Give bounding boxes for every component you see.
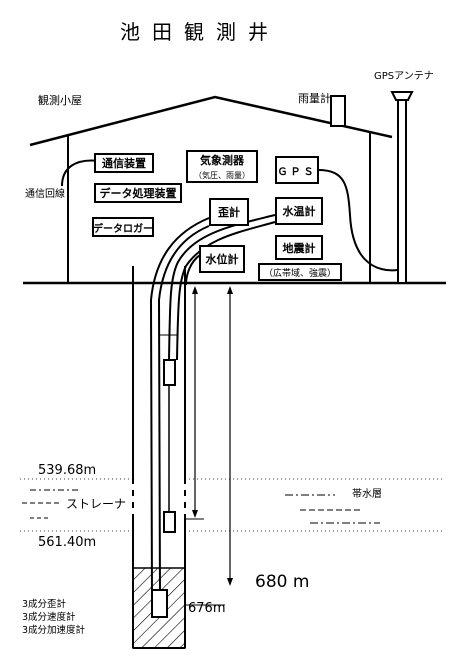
temp-cable-inner [176, 221, 276, 361]
borehole-sensor-item: 3成分速度計 [22, 612, 76, 623]
water-level-meter-box: 水位計 [199, 245, 245, 273]
strainer-top-depth: 539.68m [38, 463, 97, 478]
depth-arrow-short-top [192, 286, 198, 294]
depth-arrow-short-bottom [192, 510, 198, 518]
borehole-sensor-item: 3成分加速度計 [22, 625, 86, 636]
data-processor-box: データ処理装置 [94, 183, 182, 203]
strain-cable [149, 217, 210, 599]
weather-station-box: 気象測器 （気圧、雨量） [186, 150, 258, 183]
aquifer-label: 帯水層 [352, 489, 382, 500]
gps-box: ＧＰＳ [275, 156, 319, 184]
comm-device-box: 通信装置 [94, 153, 154, 173]
depth-arrow-long-bottom [227, 578, 233, 586]
strainer-bottom-depth: 561.40m [38, 535, 97, 550]
depth-arrow-long-top [227, 286, 233, 294]
water-temp-sensor [163, 511, 176, 533]
borehole-sensor-item: 3成分歪計 [22, 599, 67, 610]
strainer-label: ストレーナ [66, 497, 127, 511]
rain-gauge [330, 95, 346, 127]
strain-meter-box: 歪計 [209, 198, 249, 226]
gps-cable [317, 169, 399, 272]
water-level-sensor [163, 359, 176, 386]
seismometer-sub-box: （広帯域、強震） [258, 263, 342, 281]
gps-antenna-pole [397, 99, 407, 284]
seismometer-box: 地震計 [275, 235, 323, 260]
aquifer-dashes [22, 489, 380, 524]
gps-antenna-icon [390, 91, 414, 101]
weather-station-sub: （気圧、雨量） [194, 171, 250, 180]
rain-gauge-label: 雨量計 [298, 92, 331, 105]
borehole-sensor-list: 3成分歪計 3成分速度計 3成分加速度計 [22, 598, 85, 637]
well-depth-label: 680 m [255, 572, 310, 592]
data-logger-box: データロガー [92, 217, 154, 237]
comm-line-label: 通信回線 [25, 189, 65, 200]
hut-label: 観測小屋 [38, 94, 82, 107]
weather-station-label: 気象測器 [200, 154, 244, 167]
bottom-sensor [151, 589, 168, 618]
gps-antenna-label: GPSアンテナ [374, 71, 434, 82]
bottom-sensor-depth: 676m [188, 601, 226, 616]
water-temp-meter-box: 水温計 [275, 197, 323, 225]
strain-cable-inner [157, 225, 210, 599]
page-title: 池田観測井 [120, 20, 280, 44]
strainer-slots [131, 484, 187, 514]
level-cable [185, 254, 201, 286]
